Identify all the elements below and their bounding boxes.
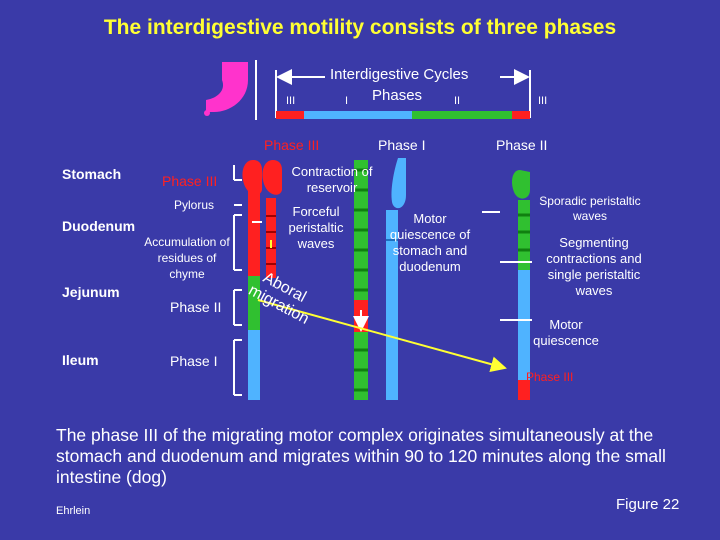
- timeline-phase2: [412, 111, 512, 119]
- marker-phase3-start: III: [286, 95, 296, 107]
- figure-label: Figure 22: [616, 496, 680, 513]
- label-stomach: Stomach: [62, 166, 122, 182]
- marker-phase3-end: III: [538, 95, 548, 107]
- header-phase3: Phase III: [264, 137, 320, 153]
- segment-brackets: [233, 165, 242, 396]
- stomach-icon: [204, 60, 257, 120]
- migration-arrow: [257, 299, 507, 372]
- note-contraction: Contraction of reservoir: [291, 164, 373, 195]
- cycles-label: Interdigestive Cycles: [330, 66, 469, 83]
- note-segmenting: Segmenting contractions and single peris…: [546, 235, 642, 298]
- cycle-timeline: [275, 69, 531, 119]
- label-duodenum: Duodenum: [62, 218, 136, 234]
- marker-phase2: II: [454, 95, 461, 107]
- organ-column-4: [482, 170, 532, 400]
- note-forceful: Forceful peristaltic waves: [288, 204, 344, 251]
- organ-column-3: [386, 158, 406, 400]
- caption: The phase III of the migrating motor com…: [56, 425, 666, 487]
- header-phase1: Phase I: [378, 137, 426, 153]
- phases-label: Phases: [372, 87, 423, 104]
- organ-column-1: [242, 160, 262, 400]
- segment-phase3: Phase III: [162, 173, 218, 189]
- label-ileum: Ileum: [62, 352, 99, 368]
- organ-column-2: [252, 160, 369, 400]
- note-phase3: Phase III: [526, 370, 574, 384]
- segment-phase2: Phase II: [170, 299, 222, 315]
- marker-phase1: I: [345, 95, 349, 107]
- timeline-phase3-b: [512, 111, 530, 119]
- timeline-phase1: [304, 111, 412, 119]
- segment-phase1: Phase I: [170, 353, 218, 369]
- note-motor-quiescence: Motor quiescence of stomach and duodenum: [389, 211, 471, 274]
- note-sporadic: Sporadic peristaltic waves: [539, 194, 641, 223]
- label-jejunum: Jejunum: [62, 284, 120, 300]
- page-title: The interdigestive motility consists of …: [103, 16, 617, 39]
- segment-accumulation: Accumulation of residues of chyme: [144, 235, 230, 281]
- note-quiescence: Motor quiescence: [533, 317, 599, 348]
- segment-pylorus: Pylorus: [174, 198, 215, 212]
- timeline-phase3-a: [276, 111, 304, 119]
- header-phase2: Phase II: [496, 137, 548, 153]
- author: Ehrlein: [56, 505, 91, 517]
